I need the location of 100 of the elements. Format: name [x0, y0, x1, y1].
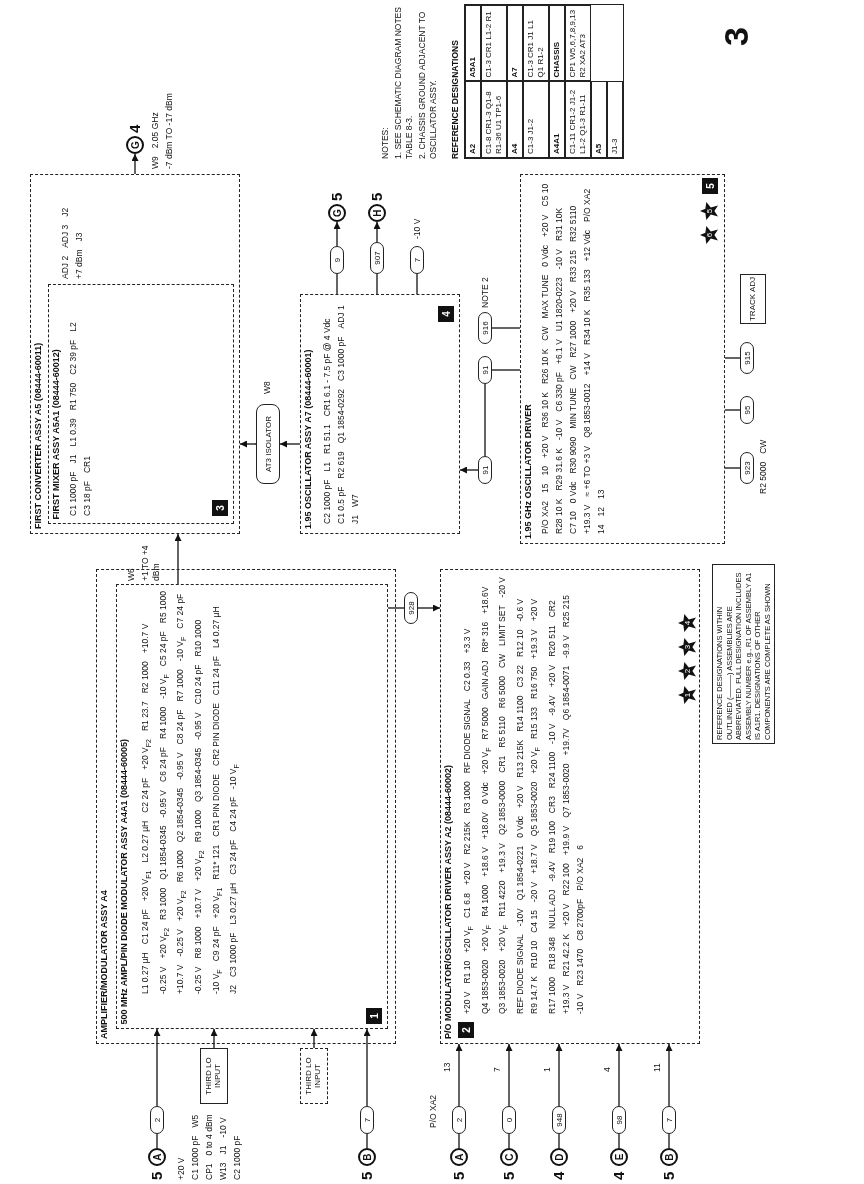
- component-label: R25 215: [560, 595, 572, 628]
- component-label: +19.9 V: [560, 825, 572, 856]
- wire-number-tag: 0: [502, 1106, 516, 1134]
- component-label: R33 215: [568, 250, 579, 283]
- wire-number-tag: 2: [452, 1106, 466, 1134]
- component-label: C7 10: [568, 511, 579, 534]
- sheet-number: 5: [500, 1171, 518, 1180]
- connector-wire: [333, 221, 341, 247]
- component-label: R13 215K: [515, 739, 527, 778]
- component-label: Q1 1854-0345: [157, 825, 169, 880]
- sheet-number: 5: [368, 192, 386, 201]
- component-label: R35 133: [582, 269, 593, 302]
- component-label: +19.3 V: [497, 843, 509, 873]
- assembly-badge: 1: [366, 1008, 382, 1024]
- component-label: C3 1000 pF: [336, 336, 347, 381]
- component-label: Q5 1853-0020: [529, 781, 541, 837]
- component-label: CW: [758, 439, 769, 454]
- component-label: W7: [350, 494, 361, 507]
- component-label: C4 15: [529, 910, 541, 933]
- table-cell: J1-3: [607, 81, 623, 158]
- component-label: +20 V: [568, 290, 579, 313]
- wire-number-tag: 9: [330, 246, 344, 274]
- component-label: -7 dBm TO -17 dBm: [164, 93, 175, 169]
- component-label: R21 42.2 K: [560, 933, 572, 977]
- component-label: R15 133: [529, 706, 541, 740]
- component-label: R2 619: [336, 451, 347, 479]
- component-label: R19 100: [546, 821, 558, 854]
- connector-circle: B: [660, 1148, 678, 1166]
- component-label: R2 5000: [758, 461, 769, 494]
- component-label: C11 24 pF: [210, 656, 222, 696]
- component-label: -0.6 V: [515, 598, 527, 622]
- component-label: C7 24 pF: [175, 593, 187, 629]
- component-label: Q2 1853-0000: [497, 780, 509, 836]
- component-label: GAIN ADJ: [479, 660, 491, 700]
- component-label: 2.05 GHz: [150, 112, 161, 149]
- component-label: +6.1 V: [554, 339, 565, 364]
- component-label: CR1: [497, 755, 509, 773]
- component-label: R9 1000: [193, 810, 205, 843]
- component-label: L1 0.39: [68, 418, 79, 447]
- component-label: R36 10 K: [540, 392, 551, 428]
- test-point-marker: 1: [678, 686, 696, 704]
- component-label: P/O XA2: [582, 188, 593, 222]
- component-label: R9 14.7 K: [529, 976, 541, 1014]
- component-label: -20 V: [497, 577, 509, 598]
- component-label: +18.7 V: [529, 844, 541, 874]
- component-label: ≈ +6 TO +3 V: [582, 445, 593, 497]
- connector-wire: [366, 1133, 368, 1149]
- wire-number-tag: 7: [662, 1106, 676, 1134]
- component-label: CR1 6.1 - 7.5 pF @ 4 Vdc: [322, 318, 333, 417]
- sheet-number: 4: [550, 1171, 568, 1180]
- component-label: -10 V: [554, 419, 565, 440]
- sheet-number: 4: [126, 124, 144, 133]
- component-label: R6 5000: [497, 676, 509, 709]
- component-label: P/O XA2: [540, 500, 551, 534]
- component-label: L3 0.27 µH: [228, 882, 240, 925]
- component-label: C5 10: [540, 183, 551, 207]
- pin-label: 1: [542, 1067, 553, 1072]
- table-cell: C1-3 CR1 J1 L1 Q1 R1-2: [523, 5, 549, 82]
- sheet-number: 5: [358, 1171, 376, 1180]
- component-label: C6 330 pF: [554, 372, 565, 412]
- component-label: +10.7 V: [193, 888, 205, 919]
- component-label: L4 0.27 µH: [210, 606, 222, 649]
- test-point-marker: 4: [678, 614, 696, 632]
- component-label: -20 V: [529, 881, 541, 903]
- component-label: 0 Vdc: [568, 481, 579, 504]
- component-label: R11 4220: [497, 880, 509, 917]
- component-label: +12 Vdc: [582, 229, 593, 262]
- component-label: C4 24 pF: [228, 796, 240, 832]
- component-label: +20 V: [546, 664, 558, 688]
- connector-wire: [131, 153, 139, 175]
- pin-label: 7: [492, 1067, 503, 1072]
- connector-wire: [668, 1133, 670, 1149]
- component-label: Q8 1853-0012: [582, 383, 593, 438]
- component-label: 10: [540, 466, 551, 476]
- test-point-marker: 5: [700, 202, 718, 220]
- component-label: -0.25 V: [193, 966, 205, 994]
- component-label: R5 1000: [157, 591, 169, 624]
- wire-number-tag: 98: [612, 1106, 626, 1134]
- component-label: -0.95 V: [193, 712, 205, 740]
- component-label: R28 10 K: [554, 498, 565, 534]
- connector-wire: [458, 1133, 460, 1149]
- component-label: R2 1000: [140, 661, 151, 694]
- component-label: C1 24 pF: [140, 909, 151, 945]
- component-label: +20 V: [529, 598, 541, 622]
- component-label: +20 V: [515, 785, 527, 809]
- note-reference: NOTE 2: [480, 277, 491, 308]
- component-label: J2: [228, 985, 240, 994]
- sheet-number: 5: [148, 1171, 166, 1180]
- component-label: R16 750: [529, 666, 541, 699]
- component-label: R8* 316: [479, 621, 491, 653]
- component-label: R12 10: [515, 629, 527, 657]
- note-text: NOTES:: [380, 126, 391, 159]
- component-label: R3 1000: [157, 887, 169, 920]
- component-label: J1: [68, 454, 79, 464]
- component-label: +10.7 V: [140, 623, 151, 654]
- component-label: +20 V: [560, 903, 572, 926]
- component-label: CW: [540, 326, 551, 341]
- voltage-label: -10 V: [412, 218, 423, 239]
- table-cell: C1-3 CR1 L1-2 R1: [481, 5, 507, 82]
- wire-number-tag: 915: [740, 342, 754, 374]
